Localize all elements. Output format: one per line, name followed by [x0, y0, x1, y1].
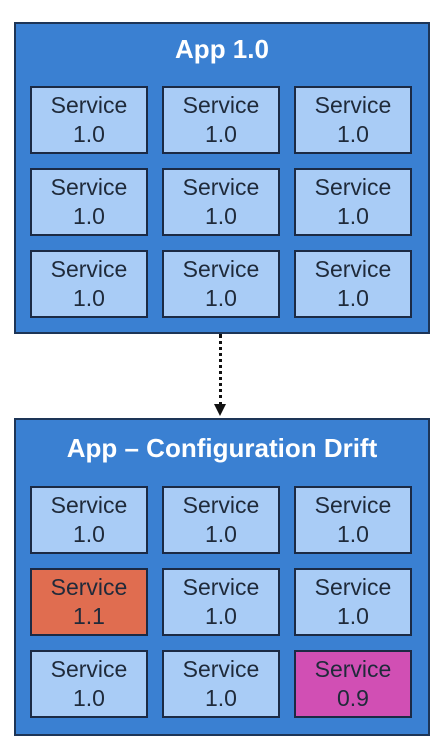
service-box: Service 1.0 — [162, 568, 280, 636]
arrow-down-icon — [214, 404, 226, 416]
service-name: Service — [314, 492, 392, 518]
service-box: Service 1.0 — [30, 486, 148, 554]
service-name: Service — [182, 256, 260, 282]
service-name: Service — [182, 656, 260, 682]
service-name: Service — [314, 574, 392, 600]
service-box: Service 1.0 — [294, 486, 412, 554]
service-box: Service 1.0 — [30, 650, 148, 718]
service-version: 1.0 — [73, 521, 105, 547]
app-title: App – Configuration Drift — [66, 433, 378, 463]
service-box: Service 1.0 — [162, 650, 280, 718]
service-version: 1.0 — [73, 121, 105, 147]
service-version: 1.0 — [205, 521, 237, 547]
app-title: App 1.0 — [175, 34, 269, 64]
service-box: Service 1.0 — [30, 250, 148, 318]
service-name: Service — [314, 656, 392, 682]
service-version: 1.0 — [337, 521, 369, 547]
service-version: 0.9 — [337, 685, 369, 711]
service-version: 1.0 — [337, 285, 369, 311]
service-box: Service 1.0 — [162, 86, 280, 154]
service-version: 1.0 — [337, 603, 369, 629]
service-version: 1.0 — [205, 603, 237, 629]
service-version: 1.0 — [337, 121, 369, 147]
service-name: Service — [50, 492, 128, 518]
service-name: Service — [50, 256, 128, 282]
service-box: Service 1.0 — [294, 86, 412, 154]
service-name: Service — [182, 492, 260, 518]
service-grid: Service 1.0 Service 1.0 Service 1.0 Service… — [30, 486, 412, 718]
service-box: Service 1.0 — [162, 486, 280, 554]
service-box: Service 1.0 — [162, 250, 280, 318]
service-name: Service — [182, 174, 260, 200]
service-version: 1.1 — [73, 603, 105, 629]
dotted-connector-line — [219, 334, 222, 406]
service-name: Service — [182, 92, 260, 118]
service-version: 1.0 — [205, 121, 237, 147]
service-name: Service — [314, 174, 392, 200]
service-box: Service 1.0 — [294, 168, 412, 236]
service-box: Service 1.0 — [30, 86, 148, 154]
service-name: Service — [50, 92, 128, 118]
service-box-older: Service 0.9 — [294, 650, 412, 718]
service-version: 1.0 — [337, 203, 369, 229]
service-box: Service 1.0 — [294, 568, 412, 636]
service-version: 1.0 — [205, 685, 237, 711]
service-version: 1.0 — [205, 203, 237, 229]
service-name: Service — [50, 174, 128, 200]
service-version: 1.0 — [205, 285, 237, 311]
service-box: Service 1.0 — [294, 250, 412, 318]
service-version: 1.0 — [73, 685, 105, 711]
service-box: Service 1.0 — [30, 168, 148, 236]
app-box-original: App 1.0 Service 1.0 Service 1.0 Service 1.0… — [14, 22, 430, 334]
service-box: Service 1.0 — [162, 168, 280, 236]
service-name: Service — [314, 92, 392, 118]
service-name: Service — [314, 256, 392, 282]
service-name: Service — [50, 656, 128, 682]
service-box-newer: Service 1.1 — [30, 568, 148, 636]
service-version: 1.0 — [73, 285, 105, 311]
service-version: 1.0 — [73, 203, 105, 229]
app-box-drift: App – Configuration Drift Service 1.0 Ser… — [14, 418, 430, 736]
service-name: Service — [182, 574, 260, 600]
service-name: Service — [50, 574, 128, 600]
service-grid: Service 1.0 Service 1.0 Service 1.0 Service… — [30, 86, 412, 318]
